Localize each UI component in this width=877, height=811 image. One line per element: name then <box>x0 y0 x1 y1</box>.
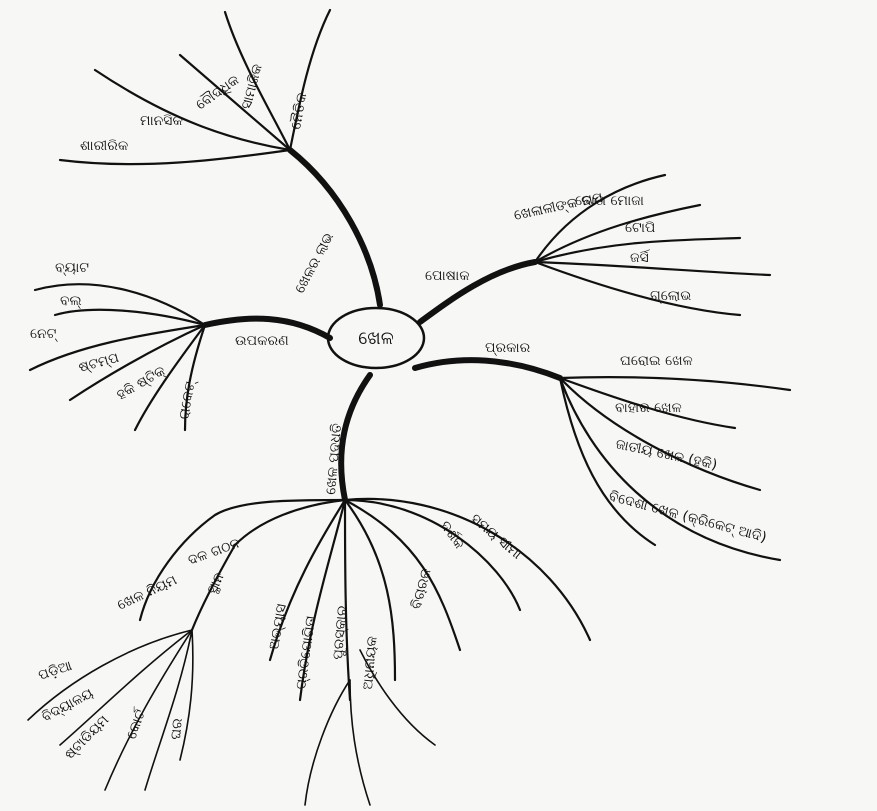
branch-right-label: ପ୍ରକାର <box>485 340 531 356</box>
branch-bottom-child-label: ଦଳ ଗଠନ <box>186 535 242 569</box>
branch-top-line <box>287 147 383 308</box>
branch-left-child-label: ବଲ୍ <box>60 293 82 309</box>
branch-lower-left-child-line <box>27 629 193 721</box>
branch-upper-right-child-line <box>533 236 742 264</box>
branch-left-child-line <box>183 323 207 432</box>
branch-top-child-label: ବୌଦ୍ଧିକ <box>193 72 242 113</box>
branch-upper-right-child-label: ଜୋତା ମୋଜା <box>575 193 644 209</box>
branch-upper-right-child-label: ଗ୍ଲୋଭ <box>650 288 691 304</box>
branch-right: ପ୍ରକାର ଘରୋଇ ଖେଳ ବାହାର ଖେଳ ଜାତୀୟ ଖେଳ (ହକି… <box>412 340 792 562</box>
branch-left-child-line <box>33 283 207 327</box>
branch-bottom-child-label: ପ୍ରତିଯୋଗିତା <box>293 615 319 691</box>
branch-upper-right-child-label: ଟୋପି <box>625 220 655 236</box>
branch-top-child-label: ନୈତିକ <box>287 91 310 130</box>
branch-top-child-label: ସାମାଜିକ <box>238 62 265 111</box>
branch-bottom: ଖେଳ ପଦ୍ଧତି ଖେଳ ନିୟମ ଦଳ ଗଠନ ଅଭ୍ୟାସ ପ୍ରତିଯ… <box>115 372 592 806</box>
branch-top-child-line <box>223 10 292 152</box>
branch-lower-left-child-line <box>59 629 193 746</box>
branch-bottom-child-line <box>343 498 462 652</box>
branch-left-child-line <box>133 323 207 432</box>
branch-bottom-twig <box>304 679 351 806</box>
branch-left-child-line <box>68 323 207 402</box>
branch-top-child-line <box>58 148 292 166</box>
center-label: ଖେଳ <box>358 328 393 349</box>
branch-lower-left-child-line <box>179 629 194 761</box>
branch-left-child-label: ନେଟ୍ <box>30 326 59 342</box>
branch-bottom-child-line <box>233 498 347 547</box>
branch-left-child-label: ବ୍ୟାଟ <box>55 260 89 276</box>
branch-upper-right-line <box>417 259 538 325</box>
branch-bottom-child-line <box>343 498 522 612</box>
branch-right-child-line <box>558 376 792 392</box>
branch-bottom-child-label: ଅଧିନାୟକ <box>360 635 381 690</box>
branch-bottom-twig <box>349 679 371 806</box>
branch-upper-right-child-line <box>533 260 742 317</box>
branch-bottom-child-label: ବିଚାରକ <box>408 567 434 611</box>
branch-right-child-line <box>558 376 737 430</box>
branch-bottom-child-line <box>298 498 347 702</box>
branch-bottom-child-line <box>268 498 347 662</box>
branch-lower-left-child-label: କୋର୍ଟ <box>123 705 150 741</box>
branch-left-line <box>202 315 333 341</box>
branch-lower-left: ସ୍ଥାନ ପଡ଼ିଆ ବିଦ୍ୟାଳୟ ଷ୍ଟାଡିୟମ କୋର୍ଟ ଘର <box>27 543 237 791</box>
branch-bottom-child-label: ଅଭ୍ୟାସ <box>266 603 290 651</box>
branch-right-child-line <box>558 376 657 547</box>
branch-top-child-label: ଶାରୀରିକ <box>80 138 128 154</box>
branch-lower-left-label: ସ୍ଥାନ <box>204 570 228 597</box>
branch-right-child-label: ଜାତୀୟ ଖେଳ (ହକି) <box>614 436 718 473</box>
center-node: ଖେଳ <box>326 306 426 370</box>
branch-left: ଉପକରଣ ବ୍ୟାଟ ବଲ୍ ନେଟ୍ ଷ୍ଟମ୍ପ ହକି ଷ୍ଟିକ୍ ର… <box>28 260 333 432</box>
branch-left-child-label: ରାକେଟ୍ <box>176 378 199 421</box>
branch-right-child-line <box>558 376 782 562</box>
branch-right-child-line <box>558 376 762 492</box>
branch-lower-left-child-label: ଘର <box>168 717 186 740</box>
branch-left-child-line <box>28 323 207 372</box>
branch-upper-right: ପୋଷାକ ଖେଳାଳୀଙ୍କ ନାମ ଜୋତା ମୋଜା ଟୋପି ଜର୍ସି… <box>417 173 772 325</box>
branch-upper-right-child-line <box>533 260 772 277</box>
branch-bottom-child-line <box>343 498 352 702</box>
branch-right-line <box>412 357 563 381</box>
branch-top-child-line <box>178 53 292 152</box>
branch-lower-left-child-line <box>144 629 193 791</box>
branch-bottom-line <box>338 372 373 503</box>
branch-right-child-label: ବାହାର ଖେଳ <box>615 400 682 416</box>
branch-upper-right-child-line <box>533 173 667 264</box>
branch-top-child-label: ମାନସିକ <box>140 113 183 129</box>
branch-upper-right-label: ପୋଷାକ <box>425 268 470 284</box>
branch-left-child-line <box>53 308 207 327</box>
branch-lower-left-child-label: ପଡ଼ିଆ <box>36 658 74 684</box>
branch-lower-left-child-line <box>104 629 193 791</box>
branch-bottom-child-label: ଦର୍ଶକ <box>437 518 468 553</box>
branch-bottom-child-line <box>343 497 592 642</box>
branch-top-child-line <box>93 68 292 152</box>
branch-bottom-twig <box>359 649 436 746</box>
branch-top: ଖେଳର ଲାଭ ଶାରୀରିକ ମାନସିକ ବୌଦ୍ଧିକ ସାମାଜିକ … <box>58 8 383 308</box>
branch-top-label: ଖେଳର ଲାଭ <box>292 230 337 296</box>
branch-bottom-child-label: ସମୟ ସୀମା <box>467 511 524 563</box>
branch-right-child-label: ଘରୋଇ ଖେଳ <box>620 353 693 369</box>
branch-upper-right-child-label: ଜର୍ସି <box>630 249 651 266</box>
branch-left-label: ଉପକରଣ <box>235 333 289 349</box>
branch-bottom-child-label: ପୁରସ୍କାର <box>330 604 351 660</box>
branch-bottom-child-line <box>138 498 347 622</box>
branch-left-child-label: ହକି ଷ୍ଟିକ୍ <box>114 363 168 404</box>
branch-lower-left-line <box>190 543 237 632</box>
branch-bottom-label: ଖେଳ ପଦ୍ଧତି <box>323 423 345 496</box>
branch-bottom-child-line <box>343 498 397 682</box>
branch-right-child-label: ବିଦେଶୀ ଖେଳ (କ୍ରିକେଟ୍ ଆଦି) <box>607 488 768 546</box>
branch-bottom-child-label: ଖେଳ ନିୟମ <box>115 572 180 613</box>
branch-upper-right-child-line <box>533 203 702 264</box>
branch-top-child-line <box>288 8 332 152</box>
